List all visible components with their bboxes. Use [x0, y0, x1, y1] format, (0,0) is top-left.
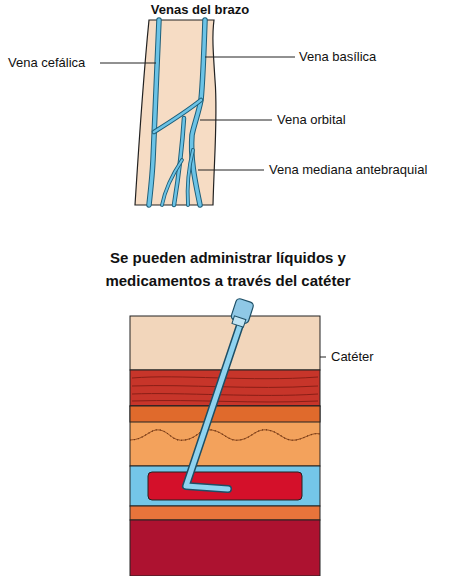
veins: [149, 20, 205, 205]
vein-label: Vena mediana antebraquial: [269, 162, 427, 178]
tissue-block: [130, 316, 320, 576]
catheter-illustration: [186, 298, 254, 489]
vein-label: Vena cefálica: [8, 55, 85, 71]
leader-lines: [100, 57, 326, 357]
vein-label: Vena orbital: [277, 112, 346, 128]
figure-heading: Se pueden administrar líquidos y medicam…: [68, 246, 388, 292]
vein-label: Vena basílica: [299, 49, 376, 65]
arm-outline: [135, 20, 216, 205]
figure-title: Venas del brazo: [110, 2, 290, 18]
arm-illustration: [100, 20, 326, 357]
part-label: Catéter: [331, 349, 374, 365]
